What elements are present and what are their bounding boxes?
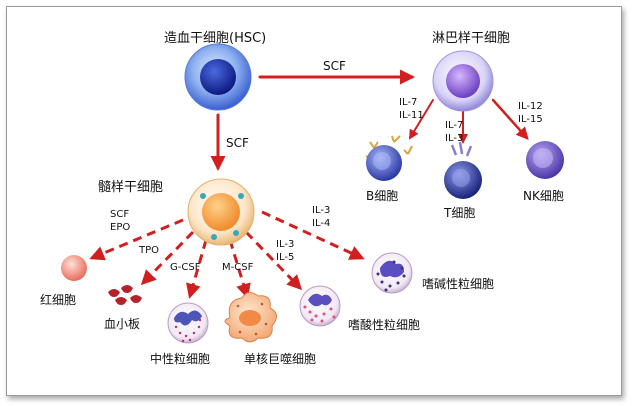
label-neutrophil: 中性粒细胞 [150, 352, 211, 366]
factor-to-t-2: IL-3 [445, 133, 464, 144]
rbc-cell [61, 255, 87, 281]
dashed-arrows [89, 210, 365, 299]
neutrophil-cell [167, 302, 209, 344]
factor-to-platelet: TPO [139, 245, 160, 256]
factor-hsc-to-myeloid: SCF [226, 136, 249, 150]
label-monocyte: 单核巨噬细胞 [244, 352, 317, 366]
basophil-cell [371, 252, 413, 294]
factor-to-eos-1: IL-3 [276, 239, 295, 250]
arrow-myeloid-to-neutrophil [186, 239, 208, 299]
hsc-cell [184, 43, 252, 111]
factor-to-rbc-1: SCF [110, 209, 130, 220]
label-t-cell: T细胞 [444, 206, 476, 220]
factor-to-nk-2: IL-15 [518, 114, 543, 125]
myeloid-cell [187, 178, 255, 246]
factor-to-t-1: IL-7 [445, 120, 464, 131]
monocyte-cell [224, 292, 277, 343]
solid-arrows [210, 69, 529, 171]
diagram-frame [6, 6, 622, 396]
arrow-lymphoid-to-nk [491, 98, 529, 140]
factor-to-nk-1: IL-12 [518, 101, 543, 112]
factor-to-rbc-2: EPO [110, 222, 131, 233]
label-basophil: 嗜碱性粒细胞 [422, 277, 495, 291]
label-eosinophil: 嗜酸性粒细胞 [348, 318, 421, 332]
factor-hsc-to-lymphoid: SCF [323, 59, 346, 73]
arrow-myeloid-to-platelet [140, 230, 195, 286]
factor-to-monocyte: M-CSF [222, 262, 254, 273]
label-lymphoid: 淋巴样干细胞 [432, 31, 511, 46]
factor-to-baso-2: IL-4 [312, 218, 331, 229]
factor-to-baso-1: IL-3 [312, 205, 331, 216]
factor-to-b-2: IL-11 [399, 110, 424, 121]
nk-cell [526, 141, 564, 179]
label-hsc: 造血干细胞(HSC) [164, 31, 267, 46]
b-cell [365, 135, 413, 181]
arrow-myeloid-to-basophil [261, 210, 365, 260]
label-platelet: 血小板 [104, 317, 141, 331]
platelet-shapes [108, 285, 142, 305]
eosinophil-cell [299, 285, 341, 327]
label-rbc: 红细胞 [40, 293, 77, 307]
factor-to-eos-2: IL-5 [276, 252, 295, 263]
arrow-myeloid-to-rbc [89, 218, 184, 261]
arrow-lymphoid-to-b [408, 99, 434, 140]
lymphoid-cell [432, 50, 494, 112]
arrow-myeloid-to-monocyte [228, 239, 251, 299]
label-myeloid: 髓样干细胞 [98, 180, 164, 195]
label-nk-cell: NK细胞 [523, 189, 564, 203]
factor-to-neutrophil: G-CSF [170, 262, 201, 273]
label-b-cell: B细胞 [366, 189, 399, 203]
t-cell [444, 141, 482, 199]
factor-to-b-1: IL-7 [399, 97, 418, 108]
arrow-myeloid-to-eosinophil [244, 230, 303, 291]
